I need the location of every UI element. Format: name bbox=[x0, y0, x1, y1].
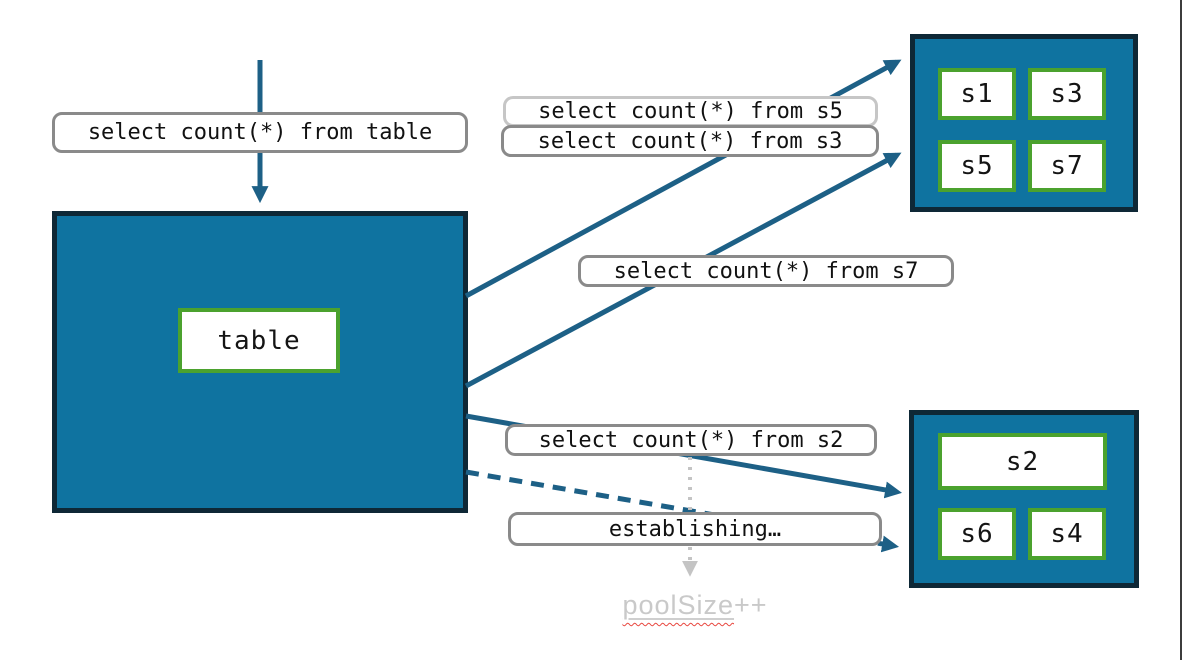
query-text: select count(*) from table bbox=[87, 120, 433, 145]
table-node-label: table bbox=[217, 325, 301, 356]
shard-label: s1 bbox=[960, 79, 994, 109]
shard-label: s5 bbox=[960, 151, 994, 181]
shard-node-s7: s7 bbox=[1028, 140, 1106, 192]
shard-node-s2: s2 bbox=[938, 433, 1107, 490]
shard-label: s2 bbox=[1005, 446, 1040, 477]
query-pill-from-table: select count(*) from table bbox=[52, 112, 468, 153]
shard-node-s4: s4 bbox=[1028, 508, 1106, 560]
shard-node-s5: s5 bbox=[938, 140, 1016, 192]
shard-label: s6 bbox=[960, 519, 994, 549]
query-pill-from-s7: select count(*) from s7 bbox=[578, 255, 954, 287]
poolsize-suffix: ++ bbox=[734, 590, 768, 620]
shard-node-s1: s1 bbox=[938, 68, 1016, 120]
table-container-box: table bbox=[52, 211, 468, 513]
shard-group-top: s1 s3 s5 s7 bbox=[910, 34, 1138, 212]
poolsize-caption: poolSize++ bbox=[590, 590, 800, 621]
query-pill-from-s5: select count(*) from s5 bbox=[503, 96, 878, 127]
shard-node-s3: s3 bbox=[1028, 68, 1106, 120]
slide-edge-line bbox=[1180, 0, 1182, 660]
poolsize-underlined: poolSize bbox=[622, 590, 734, 620]
query-text: establishing… bbox=[608, 516, 782, 542]
query-pill-establishing: establishing… bbox=[508, 512, 882, 546]
shard-label: s3 bbox=[1050, 79, 1084, 109]
query-text: select count(*) from s2 bbox=[538, 427, 844, 453]
shard-node-s6: s6 bbox=[938, 508, 1016, 560]
shard-label: s4 bbox=[1050, 519, 1084, 549]
shard-group-bottom: s2 s6 s4 bbox=[909, 410, 1139, 588]
table-node: table bbox=[178, 308, 340, 373]
query-text: select count(*) from s7 bbox=[613, 258, 919, 284]
query-text: select count(*) from s5 bbox=[538, 99, 843, 124]
query-text: select count(*) from s3 bbox=[537, 128, 843, 154]
shard-label: s7 bbox=[1050, 151, 1084, 181]
query-pill-from-s3: select count(*) from s3 bbox=[501, 125, 879, 157]
poolsize-text: poolSize bbox=[622, 590, 735, 620]
query-pill-from-s2: select count(*) from s2 bbox=[505, 424, 877, 456]
